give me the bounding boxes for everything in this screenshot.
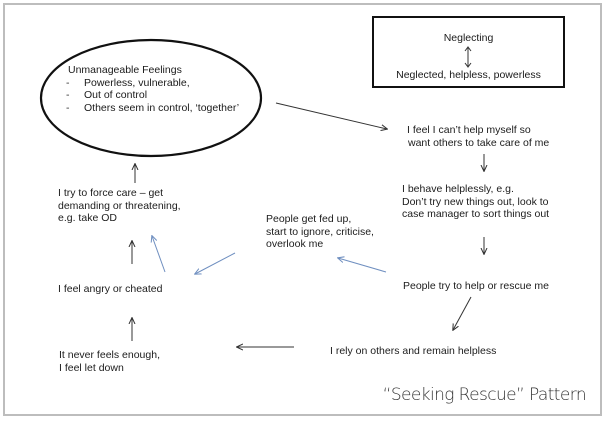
feedback-arrow-angry-to-force-care	[152, 236, 166, 273]
unmanageable-feelings-ellipse	[39, 38, 263, 158]
feedback-arrow-fed-up-to-angry	[195, 252, 236, 274]
node-force-care: I try to force care – get demanding or t…	[58, 187, 181, 224]
reciprocal-role-box: Neglecting Neglected, helpless, powerles…	[372, 16, 565, 88]
node-never-enough: It never feels enough, I feel let down	[59, 349, 160, 374]
ellipse-title: Unmanageable Feelings	[68, 64, 182, 76]
ellipse-bullet: -Out of control	[66, 89, 148, 102]
diagram-frame	[3, 3, 602, 416]
role-neglected: Neglected, helpless, powerless	[396, 69, 541, 81]
arrow-ellipse-to-cant-help	[275, 102, 387, 129]
node-people-help: People try to help or rescue me	[403, 280, 549, 292]
node-rely-on-others: I rely on others and remain helpless	[330, 345, 497, 357]
node-cant-help: I feel I can’t help myself so want other…	[407, 124, 550, 149]
diagram-caption: “Seeking Rescue” Pattern	[382, 385, 587, 405]
feedback-arrow-people-help-to-fed-up	[338, 258, 387, 273]
node-behave-helplessly: I behave helplessly, e.g. Don’t try new …	[402, 183, 550, 220]
unmanageable-feelings-text: Unmanageable Feelings -Powerless, vulner…	[66, 64, 239, 114]
arrow-people-help-to-rely	[453, 296, 472, 330]
double-arrow-icon	[464, 46, 472, 68]
ellipse-bullet: -Others seem in control, ‘together’	[66, 101, 240, 114]
role-neglecting: Neglecting	[443, 32, 494, 44]
node-angry: I feel angry or cheated	[58, 283, 163, 295]
ellipse-bullet: -Powerless, vulnerable,	[66, 76, 190, 89]
node-fed-up: People get fed up, start to ignore, crit…	[266, 213, 374, 250]
